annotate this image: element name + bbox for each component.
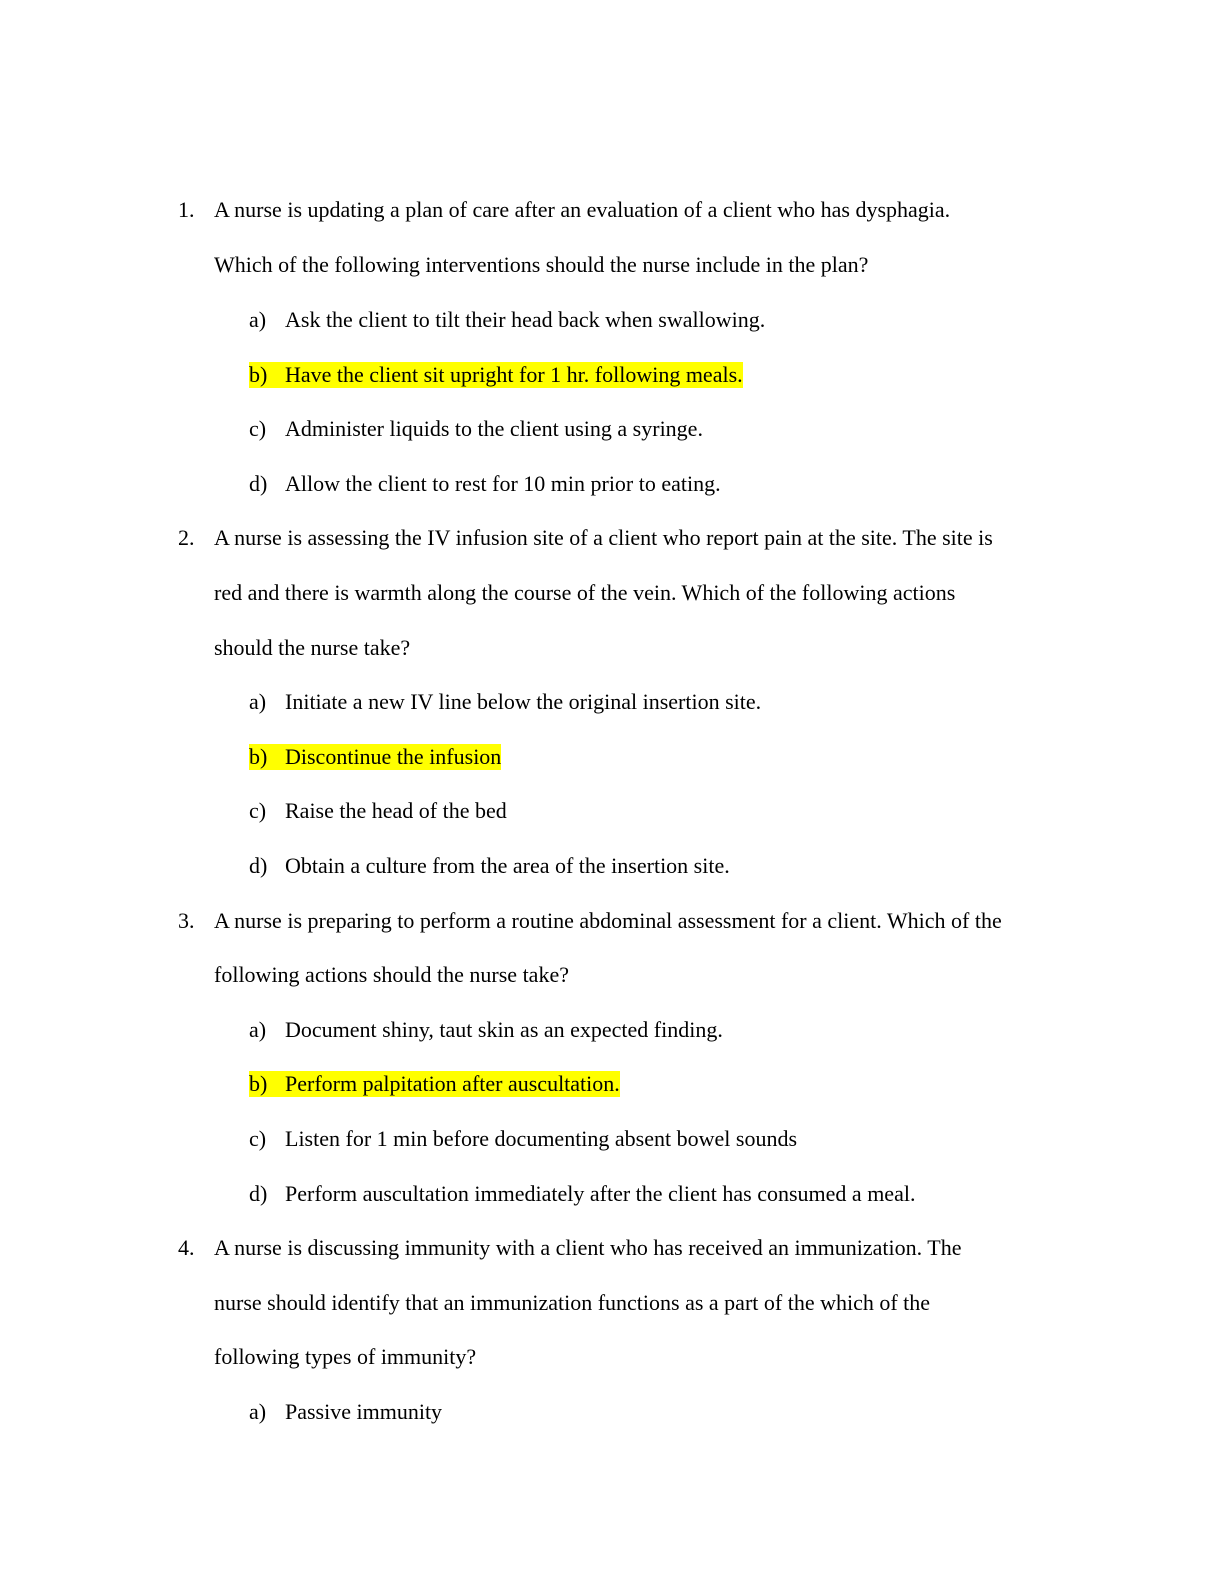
answer-option: a) Ask the client to tilt their head back… <box>249 307 765 333</box>
answer-option: d) Obtain a culture from the area of the … <box>249 853 730 879</box>
question-number: 3. <box>178 908 195 933</box>
answer-option: d) Perform auscultation immediately after… <box>249 1181 915 1207</box>
question-text: following actions should the nurse take? <box>214 962 569 987</box>
answer-option: c) Listen for 1 min before documenting ab… <box>249 1126 797 1152</box>
option-text: Document shiny, taut skin as an expected… <box>285 1017 723 1042</box>
answer-option-highlighted: b) Perform palpitation after auscultation… <box>249 1071 620 1097</box>
answer-option: a) Passive immunity <box>249 1399 442 1425</box>
option-letter: a) <box>249 1399 267 1424</box>
option-letter: c) <box>249 1126 267 1151</box>
option-text: Passive immunity <box>285 1399 443 1424</box>
option-text: Listen for 1 min before documenting abse… <box>285 1126 798 1151</box>
option-text: Perform auscultation immediately after t… <box>285 1181 916 1206</box>
option-letter: b) <box>249 1071 268 1096</box>
option-letter: d) <box>249 853 268 878</box>
option-letter: a) <box>249 1017 267 1042</box>
option-letter: d) <box>249 1181 268 1206</box>
option-text: Initiate a new IV line below the origina… <box>285 689 762 714</box>
option-letter: d) <box>249 471 268 496</box>
option-text: Raise the head of the bed <box>285 798 507 823</box>
question-text: A nurse is assessing the IV infusion sit… <box>214 525 993 550</box>
option-letter: a) <box>249 689 267 714</box>
answer-option: a) Initiate a new IV line below the origi… <box>249 689 761 715</box>
option-letter: a) <box>249 307 267 332</box>
option-letter: c) <box>249 416 267 441</box>
question-text: should the nurse take? <box>214 635 411 660</box>
option-text: Allow the client to rest for 10 min prio… <box>285 471 721 496</box>
option-text: Discontinue the infusion <box>285 744 502 769</box>
question-text: red and there is warmth along the course… <box>214 580 956 605</box>
answer-option: a) Document shiny, taut skin as an expect… <box>249 1017 723 1043</box>
question-number: 4. <box>178 1235 195 1260</box>
answer-option: d) Allow the client to rest for 10 min pr… <box>249 471 721 497</box>
option-text: Ask the client to tilt their head back w… <box>285 307 766 332</box>
option-text: Administer liquids to the client using a… <box>285 416 703 441</box>
question-text: Which of the following interventions sho… <box>214 252 869 277</box>
option-letter: c) <box>249 798 267 823</box>
question-text: A nurse is updating a plan of care after… <box>214 197 951 222</box>
answer-option: c) Raise the head of the bed <box>249 798 507 824</box>
option-text: Perform palpitation after auscultation. <box>285 1071 620 1096</box>
question-text: nurse should identify that an immunizati… <box>214 1290 931 1315</box>
question-number: 2. <box>178 525 195 550</box>
question-text: A nurse is discussing immunity with a cl… <box>214 1235 962 1260</box>
option-letter: b) <box>249 362 268 387</box>
question-text: A nurse is preparing to perform a routin… <box>214 908 1002 933</box>
question-number: 1. <box>178 197 195 222</box>
option-text: Obtain a culture from the area of the in… <box>285 853 730 878</box>
answer-option-highlighted: b) Have the client sit upright for 1 hr. … <box>249 362 743 388</box>
answer-option: c) Administer liquids to the client using… <box>249 416 703 442</box>
option-letter: b) <box>249 744 268 769</box>
answer-option-highlighted: b) Discontinue the infusion <box>249 744 502 770</box>
question-text: following types of immunity? <box>214 1344 477 1369</box>
option-text: Have the client sit upright for 1 hr. fo… <box>285 362 743 387</box>
